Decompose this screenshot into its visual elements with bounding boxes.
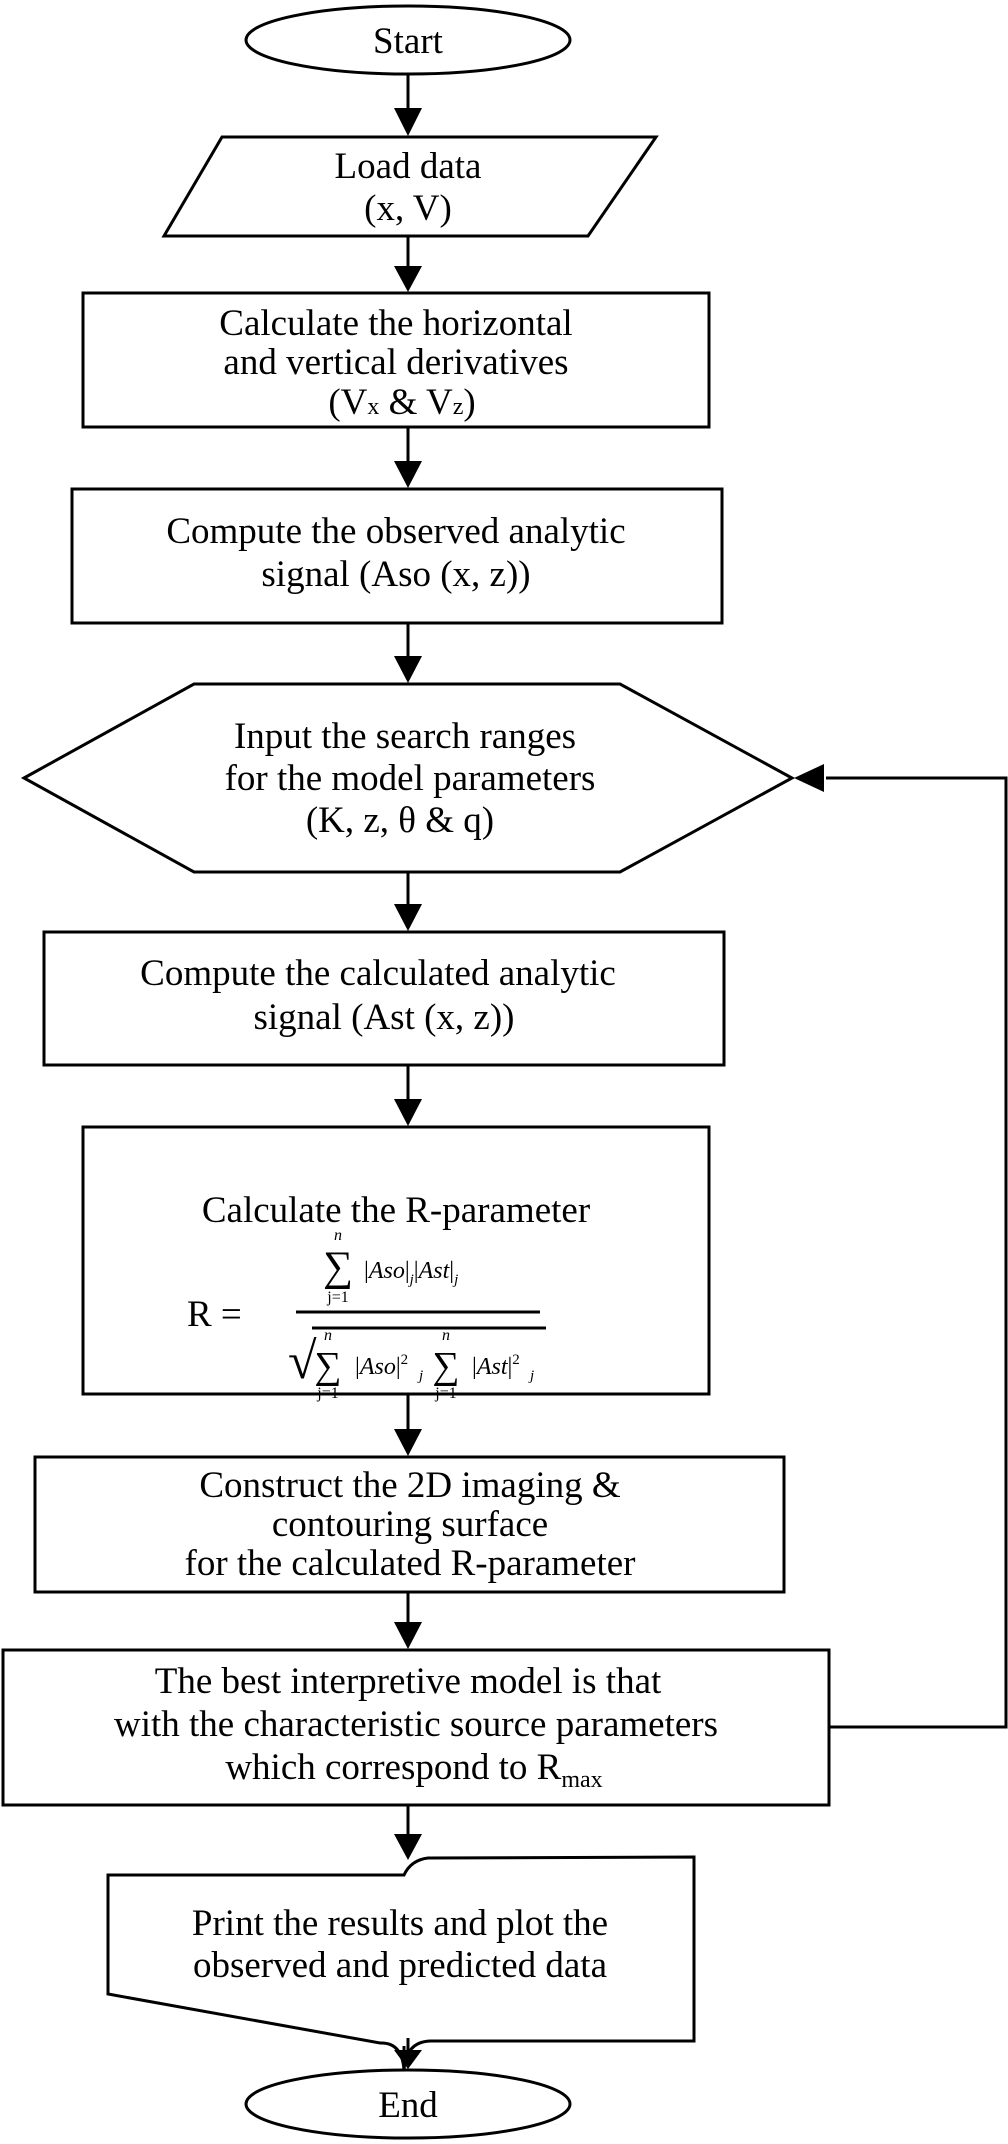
best-label-line2: with the characteristic source parameter… <box>114 1704 718 1745</box>
best-label-line1: The best interpretive model is that <box>155 1661 662 1702</box>
connector-search-calculated <box>394 872 422 931</box>
connector-rparam-construct <box>394 1394 422 1456</box>
derivatives-process <box>81 291 711 429</box>
connector-best-print <box>394 1805 422 1860</box>
connector-construct-best <box>394 1592 422 1649</box>
numerator-sum-upper: n <box>334 1227 342 1244</box>
construct-label-line3: for the calculated R-parameter <box>185 1543 636 1584</box>
calculated-signal-process <box>42 930 726 1067</box>
search-label-line2: for the model parameters <box>225 758 596 799</box>
denominator-sum2-lower: j=1 <box>434 1385 456 1402</box>
construct-label-line1: Construct the 2D imaging & <box>199 1465 621 1506</box>
r-parameter-formula: R = n ∑ j=1 |Aso|j|Ast|j √ n ∑ j=1 |Aso|… <box>187 1227 546 1402</box>
load-label-line1: Load data <box>335 146 482 187</box>
connector-load-derivatives <box>394 236 422 292</box>
denominator-sum1-lower: j=1 <box>316 1385 338 1402</box>
derivatives-label-line2: and vertical derivatives <box>223 342 568 383</box>
feedback-loop-arrow <box>794 764 1008 1729</box>
load-data-io <box>161 135 659 238</box>
denominator-sum1-upper: n <box>324 1327 332 1344</box>
search-label-line3: (K, z, θ & q) <box>306 800 494 841</box>
denominator-sum2: ∑ <box>432 1345 459 1387</box>
denominator-sum2-upper: n <box>442 1327 450 1344</box>
connector-observed-search <box>394 623 422 683</box>
best-label-line3: which correspond to Rmax <box>225 1747 602 1793</box>
r-parameter-process <box>81 1125 711 1396</box>
connector-print-end <box>394 2038 422 2070</box>
derivatives-label-line3: (Vx & Vz) <box>328 382 475 423</box>
print-label-line2: observed and predicted data <box>193 1945 607 1986</box>
denominator-sqrt: √ <box>288 1333 317 1390</box>
end-label: End <box>378 2085 438 2126</box>
formula-lhs: R = <box>187 1294 242 1335</box>
construct-label-line2: contouring surface <box>272 1504 548 1545</box>
denominator-sum1: ∑ <box>314 1345 341 1387</box>
observed-label-line2: signal (Aso (x, z)) <box>261 554 530 595</box>
observed-signal-process <box>70 487 724 625</box>
numerator-sum-lower: j=1 <box>326 1289 348 1306</box>
connector-calculated-rparam <box>394 1065 422 1126</box>
end-terminal <box>244 2068 572 2140</box>
print-results-document <box>106 1855 696 2071</box>
start-label: Start <box>373 21 444 62</box>
numerator-terms: |Aso|j|Ast|j <box>364 1258 458 1288</box>
connector-start-load <box>394 74 422 136</box>
denominator-ast-term: |Ast|2 <box>472 1352 520 1380</box>
observed-label-line1: Compute the observed analytic <box>166 511 625 552</box>
load-label-line2: (x, V) <box>364 188 452 229</box>
denominator-ast-j: j <box>528 1368 534 1384</box>
connector-derivatives-observed <box>394 427 422 488</box>
search-label-line1: Input the search ranges <box>234 716 576 757</box>
derivatives-label-line1: Calculate the horizontal <box>219 303 572 344</box>
construct-surface-process <box>33 1455 786 1594</box>
calculated-label-line1: Compute the calculated analytic <box>140 953 616 994</box>
calculated-label-line2: signal (Ast (x, z)) <box>254 997 515 1038</box>
denominator-aso-j: j <box>417 1368 423 1384</box>
denominator-aso-term: |Aso|2 <box>355 1352 408 1380</box>
print-label-line1: Print the results and plot the <box>192 1903 608 1944</box>
search-ranges-preparation <box>20 682 796 874</box>
numerator-sum: ∑ <box>323 1244 353 1290</box>
r-parameter-title: Calculate the R-parameter <box>202 1190 590 1231</box>
